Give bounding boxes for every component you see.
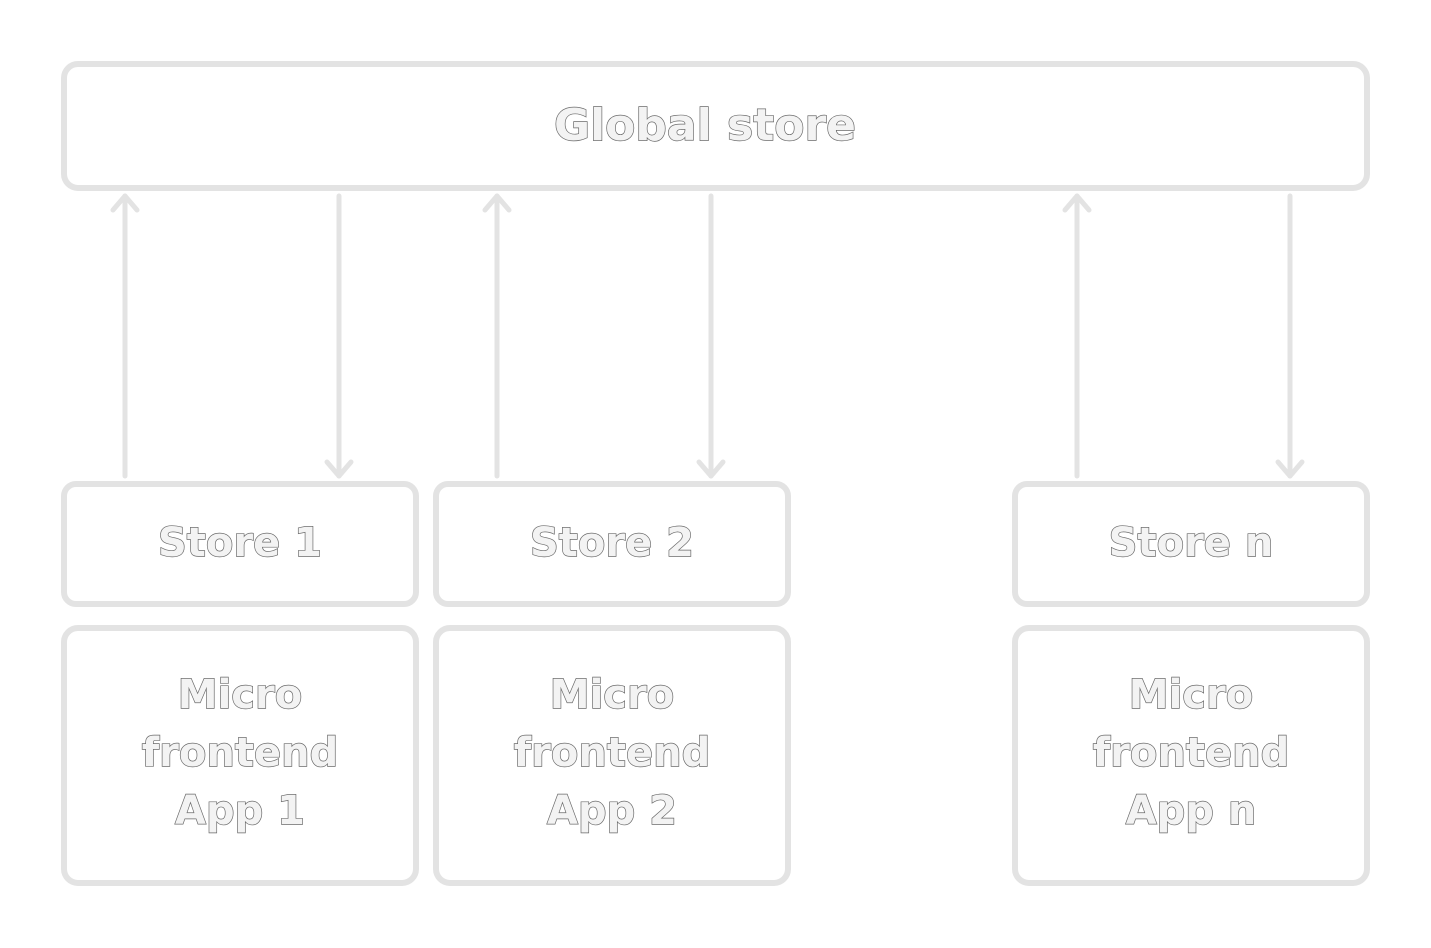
store-2-box bbox=[433, 481, 791, 607]
app-2-label-line-3: App 2 bbox=[547, 788, 677, 834]
store-2-node: Store 2 bbox=[433, 481, 791, 607]
app-1-label-line-3: App 1 bbox=[175, 788, 305, 834]
arrow-store-n-to-global bbox=[1062, 193, 1092, 479]
app-n-label-line-3: App n bbox=[1126, 788, 1257, 834]
store-1-box bbox=[61, 481, 419, 607]
app-1-label-line-2: frontend bbox=[142, 730, 338, 776]
app-2-node: Micro frontend App 2 bbox=[433, 625, 791, 886]
store-2-label: Store 2 bbox=[530, 520, 694, 566]
app-n-box bbox=[1012, 625, 1370, 886]
store-n-node: Store n bbox=[1012, 481, 1370, 607]
app-2-label-line-1: Micro bbox=[550, 672, 674, 718]
app-n-node: Micro frontend App n bbox=[1012, 625, 1370, 886]
global-store-label: Global store bbox=[554, 100, 856, 151]
store-1-node: Store 1 bbox=[61, 481, 419, 607]
store-n-label: Store n bbox=[1109, 520, 1274, 566]
app-1-label-line-1: Micro bbox=[178, 672, 302, 718]
app-2-box bbox=[433, 625, 791, 886]
arrow-global-to-store-n bbox=[1275, 193, 1305, 479]
app-2-label-line-2: frontend bbox=[514, 730, 710, 776]
app-n-label-line-1: Micro bbox=[1129, 672, 1253, 718]
arrow-global-to-store-1 bbox=[324, 193, 354, 479]
global-store-box bbox=[61, 61, 1370, 191]
arrow-global-to-store-2 bbox=[696, 193, 726, 479]
arrow-store-1-to-global bbox=[110, 193, 140, 479]
store-1-label: Store 1 bbox=[158, 520, 322, 566]
global-store-node: Global store bbox=[61, 61, 1370, 191]
app-1-box bbox=[61, 625, 419, 886]
app-1-node: Micro frontend App 1 bbox=[61, 625, 419, 886]
store-n-box bbox=[1012, 481, 1370, 607]
app-n-label-line-2: frontend bbox=[1093, 730, 1289, 776]
arrow-store-2-to-global bbox=[482, 193, 512, 479]
